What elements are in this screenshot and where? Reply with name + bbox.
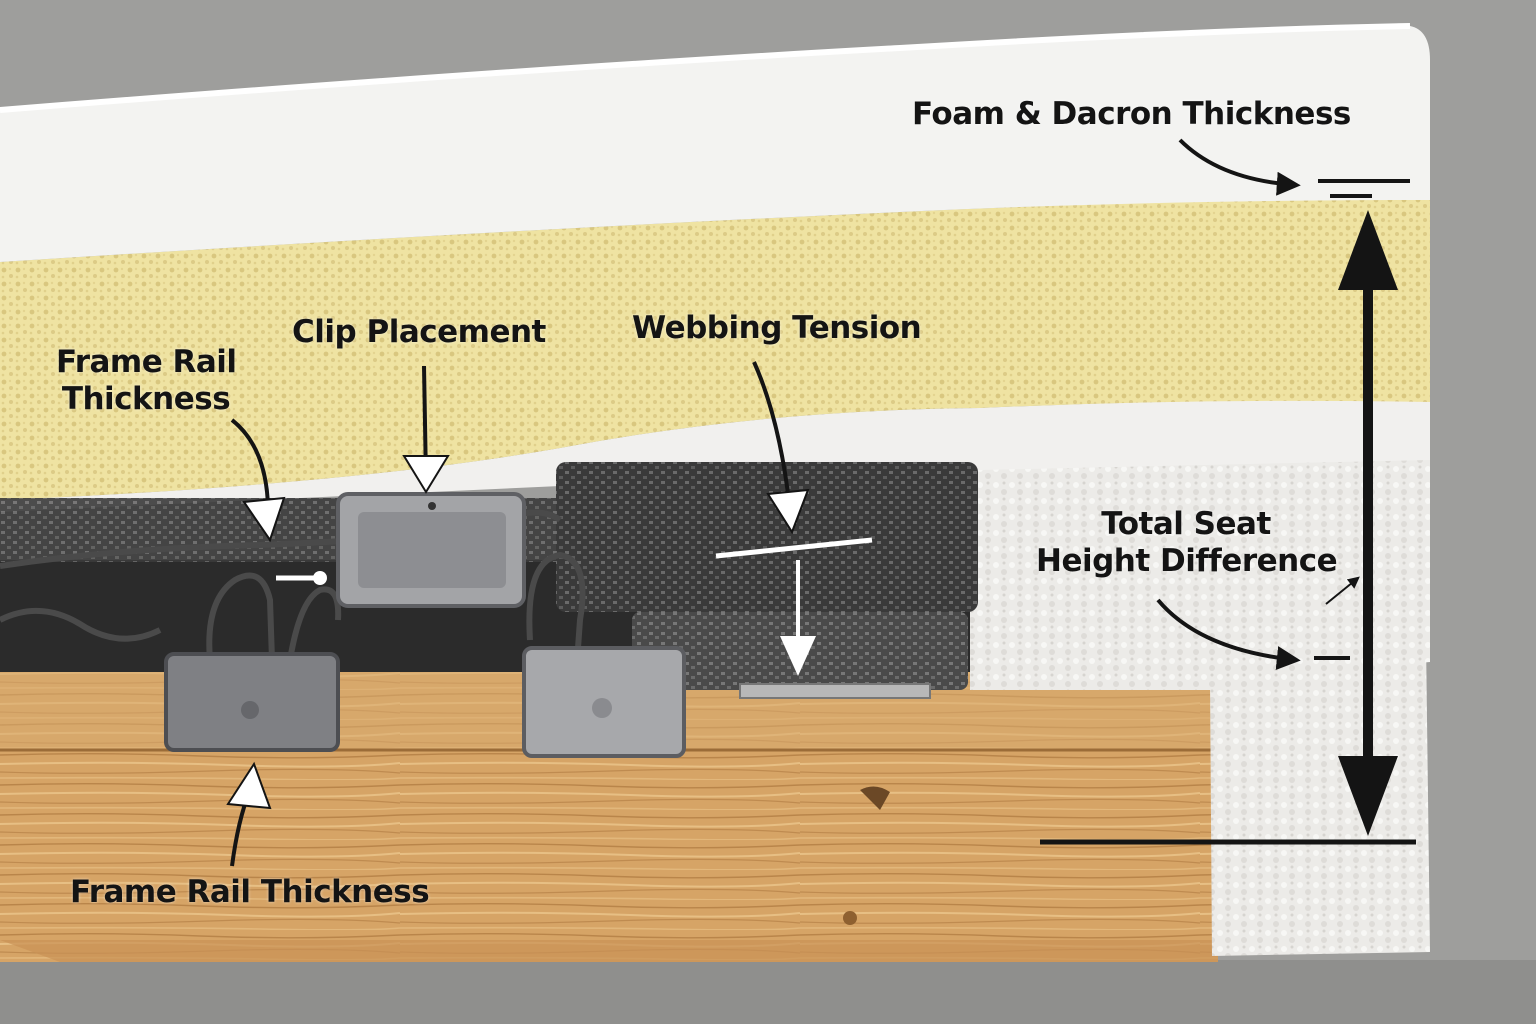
frame-rail-thickness-bottom-label: Frame Rail Thickness: [70, 874, 430, 910]
frame-rail-top-measure-dot: [313, 571, 327, 585]
total-seat-pointer-arrow: [1156, 598, 1301, 670]
clip-placement-label: Clip Placement: [292, 314, 546, 350]
webbing-tension-label: Webbing Tension: [632, 310, 922, 346]
foam-layer: [0, 198, 1430, 500]
total-height-arrow-bottom: [1338, 756, 1398, 836]
total-seat-height-line1: Total Seat: [1101, 506, 1271, 542]
table-surface: [0, 960, 1536, 1024]
total-seat-small-arrow: [1325, 576, 1360, 605]
lower-dacron-layer: [0, 399, 1430, 512]
side-dacron-wrap: [1210, 640, 1430, 956]
top-dacron-highlight: [0, 23, 1411, 113]
frame-rail-bottom-pointer-head: [226, 761, 272, 810]
webbing-tension-pointer-head: [766, 488, 810, 535]
clip-placement-pointer-head: [402, 455, 450, 494]
frame-rail-thickness-top-line1: Frame Rail: [56, 344, 237, 380]
lower-dacron-block: [970, 440, 1430, 690]
frame-rail-top-pointer-head: [242, 496, 286, 543]
annotation-arrows: [226, 138, 1416, 867]
frame-rail-thickness-top-line2: Thickness: [61, 381, 231, 417]
total-height-arrow-top: [1338, 210, 1398, 290]
foam-dacron-pointer-arrow: [1178, 138, 1301, 196]
clip-lower-left: [164, 652, 340, 752]
clip-upper: [336, 492, 526, 608]
frame-rail-thickness-top-label: Frame Rail Thickness: [56, 344, 237, 418]
wire-springs: [0, 509, 586, 691]
total-seat-height-difference-label: Total Seat Height Difference: [1036, 506, 1338, 580]
foam-dacron-thickness-label: Foam & Dacron Thickness: [912, 96, 1351, 132]
webbing-tension-pointer-line: [752, 361, 792, 511]
webbing-tension-drop-head: [780, 636, 816, 676]
webbing-tension-measure-line: [715, 537, 873, 559]
total-seat-height-line2: Height Difference: [1036, 543, 1338, 579]
clip-lower-right: [522, 646, 931, 758]
